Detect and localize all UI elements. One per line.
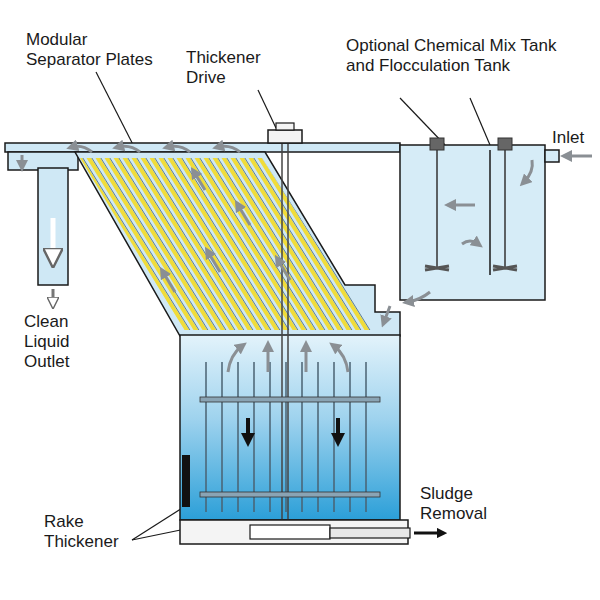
plate-edge — [243, 155, 355, 335]
plate-edge — [126, 155, 238, 335]
plate-edge — [207, 155, 319, 335]
flow-arrows — [22, 146, 592, 372]
mix-tank — [400, 145, 545, 300]
part-label: Sludge Removal — [420, 484, 500, 524]
plate-edge — [216, 155, 328, 335]
rake-picket — [365, 362, 367, 512]
tank-divider — [489, 150, 491, 275]
plate-edge — [279, 155, 391, 335]
rake-arm — [200, 397, 380, 402]
rake-picket — [333, 362, 335, 512]
mixer-motor — [430, 138, 444, 150]
mixer-shaft — [504, 150, 506, 268]
plate-edge — [198, 155, 310, 335]
rake-picket — [253, 362, 255, 512]
access-plate — [182, 455, 190, 507]
mixer-blade — [425, 266, 449, 270]
sludge-arrow — [414, 532, 442, 535]
screw-conveyor — [250, 525, 330, 539]
rake-picket — [269, 362, 271, 512]
plate-edge — [189, 155, 301, 335]
plate-edge — [252, 155, 364, 335]
rake-picket — [237, 362, 239, 512]
plate-edge — [117, 155, 229, 335]
plate-edge — [162, 155, 274, 335]
part-label: Modular Separator Plates — [26, 30, 166, 70]
plate-edge — [81, 155, 193, 335]
plate-edge — [108, 155, 220, 335]
leader-line — [470, 98, 490, 145]
settling-arrow — [246, 418, 250, 440]
plate-edge — [261, 155, 373, 335]
separator-plates — [60, 155, 409, 335]
plate-edge — [90, 155, 202, 335]
plate-edge — [144, 155, 256, 335]
thickener-drive — [268, 130, 302, 143]
plate-edge — [63, 155, 175, 335]
top-plate — [5, 143, 400, 152]
rake-picket — [205, 362, 207, 512]
plate-edge — [234, 155, 346, 335]
rake-picket — [221, 362, 223, 512]
leader-line — [258, 90, 276, 128]
rake — [206, 362, 366, 512]
plate-edge — [135, 155, 247, 335]
mixer-blade — [493, 266, 517, 270]
sludge-pipe — [330, 528, 410, 538]
part-label: Clean Liquid Outlet — [24, 312, 86, 372]
rake-picket — [301, 362, 303, 512]
plate-edge — [72, 155, 184, 335]
plate-pack-housing — [75, 152, 400, 336]
part-label: Rake Thickener — [44, 512, 134, 552]
part-label: Optional Chemical Mix Tank and Flocculat… — [346, 36, 561, 76]
rake-arm — [200, 492, 380, 497]
mixer-shaft — [436, 150, 438, 268]
drive-cap — [276, 123, 294, 130]
plate-edge — [225, 155, 337, 335]
outlet-flow-arrow — [51, 218, 56, 258]
rake-picket — [349, 362, 351, 512]
inlet-pipe — [545, 150, 559, 162]
part-label: Inlet — [552, 128, 596, 148]
plate-edge — [99, 155, 211, 335]
thickener-tank — [180, 335, 400, 520]
plate-edge — [153, 155, 265, 335]
outlet-flow-arrow — [52, 289, 55, 303]
rake-picket — [285, 362, 287, 512]
plate-edge — [171, 155, 283, 335]
rake-picket — [317, 362, 319, 512]
part-label: Thickener Drive — [186, 48, 274, 88]
settling-arrow — [336, 418, 340, 440]
plate-edge — [288, 155, 400, 335]
plate-edge — [297, 155, 409, 335]
mixer-motor — [498, 138, 512, 150]
plate-edge — [270, 155, 382, 335]
plate-edge — [180, 155, 292, 335]
outlet-pipe — [38, 168, 68, 285]
